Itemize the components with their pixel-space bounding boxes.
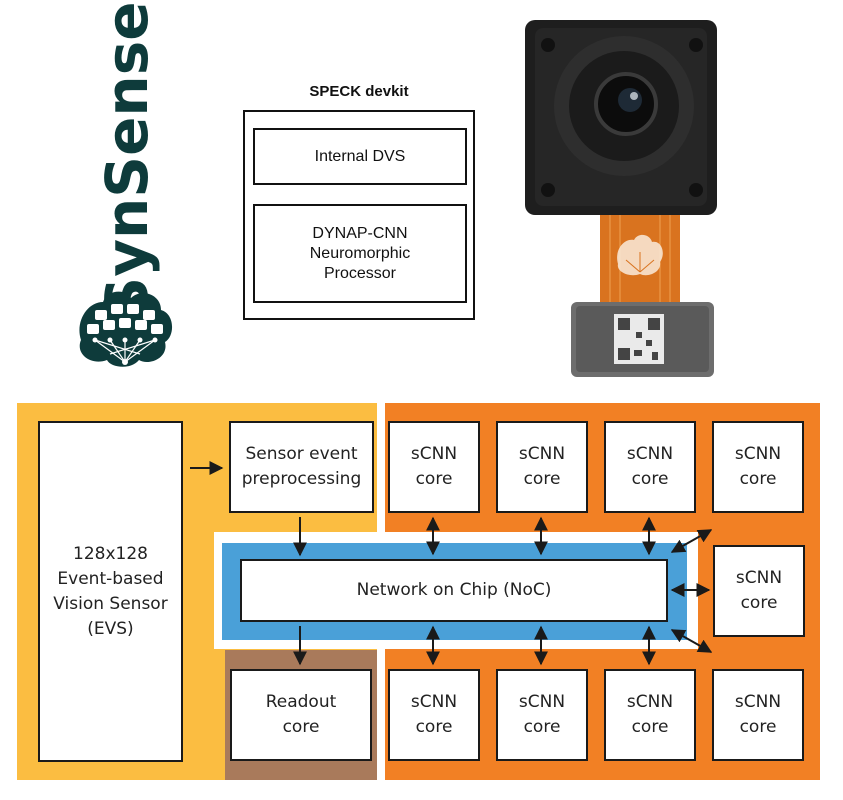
scnn-core-bottom-4: sCNN core: [712, 669, 804, 761]
scnn-core-top-1: sCNN core: [388, 421, 480, 513]
vision-sensor-line1: 128x128: [73, 543, 148, 564]
scnn-core-label: sCNN: [734, 444, 782, 464]
noc-label: Network on Chip (NoC): [356, 580, 552, 600]
internal-dvs-box: Internal DVS: [253, 128, 467, 185]
scnn-core-label: core: [631, 717, 669, 737]
noc-box: Network on Chip (NoC): [240, 559, 668, 622]
scnn-core-label: core: [739, 717, 777, 737]
scnn-core-label: sCNN: [735, 568, 783, 588]
qr-code-icon: [614, 314, 664, 364]
vision-sensor-line2: Event-based: [57, 568, 164, 589]
scnn-core-label: core: [739, 469, 777, 489]
scnn-core-label: sCNN: [626, 692, 674, 712]
scnn-core-bottom-1: sCNN core: [388, 669, 480, 761]
dynap-cnn-box: DYNAP-CNN Neuromorphic Processor: [253, 204, 467, 303]
synsense-brain-icon: [79, 291, 173, 367]
dynap-cnn-label-line2: Neuromorphic: [309, 244, 411, 262]
preprocessing-line1: Sensor event: [245, 444, 358, 464]
scnn-core-top-4: sCNN core: [712, 421, 804, 513]
scnn-core-label: sCNN: [518, 692, 566, 712]
scnn-core-label: sCNN: [734, 692, 782, 712]
scnn-core-label: core: [631, 469, 669, 489]
scnn-core-label: core: [415, 469, 453, 489]
vision-sensor-box: 128x128 Event-based Vision Sensor (EVS): [38, 421, 183, 762]
readout-core-box: Readout core: [230, 669, 372, 761]
scnn-core-label: sCNN: [410, 444, 458, 464]
scnn-core-middle-right: sCNN core: [713, 545, 805, 637]
vision-sensor-line3: Vision Sensor: [53, 593, 168, 614]
lens-icon: [594, 72, 658, 136]
scnn-core-label: sCNN: [626, 444, 674, 464]
vision-sensor-line4: (EVS): [87, 618, 134, 639]
lens-outer: [554, 36, 694, 176]
scnn-core-label: core: [523, 717, 561, 737]
scnn-core-bottom-2: sCNN core: [496, 669, 588, 761]
sensor-board: [571, 302, 714, 377]
internal-dvs-label: Internal DVS: [314, 147, 406, 165]
dynap-cnn-label-line1: DYNAP-CNN: [312, 224, 408, 242]
scnn-core-label: core: [740, 593, 778, 613]
scnn-core-label: sCNN: [518, 444, 566, 464]
dynap-cnn-label-line3: Processor: [323, 264, 396, 282]
scnn-core-top-3: sCNN core: [604, 421, 696, 513]
readout-line1: Readout: [265, 692, 337, 712]
scnn-core-label: core: [523, 469, 561, 489]
scnn-core-top-2: sCNN core: [496, 421, 588, 513]
preprocessing-line2: preprocessing: [241, 469, 362, 489]
readout-line2: core: [282, 717, 320, 737]
preprocessing-box: Sensor event preprocessing: [229, 421, 374, 513]
devkit-title: SPECK devkit: [309, 83, 409, 100]
scnn-core-bottom-3: sCNN core: [604, 669, 696, 761]
synsense-logo: SynSense: [70, 1, 180, 375]
cable-logo-icon: [617, 234, 663, 276]
camera-body: [525, 20, 717, 215]
scnn-core-label: core: [415, 717, 453, 737]
scnn-core-label: sCNN: [410, 692, 458, 712]
flex-cable: [600, 212, 680, 314]
